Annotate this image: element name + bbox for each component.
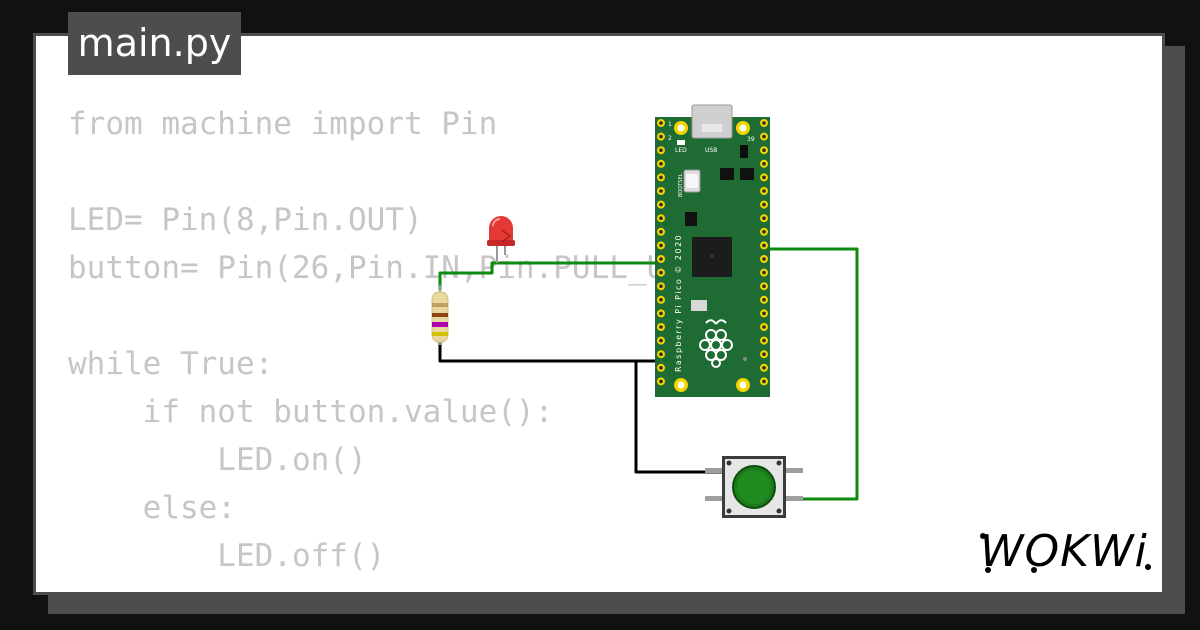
pin-hole-center [762, 243, 766, 248]
wire-gnd-to-resistor[interactable] [438, 340, 664, 363]
svg-text:WOKWi: WOKWi [980, 526, 1148, 577]
pin-hole-center [762, 325, 766, 329]
code-line: if not button.value(): [68, 394, 554, 430]
wire-gp26-to-button[interactable] [762, 247, 859, 501]
pin-hole-center [762, 148, 766, 152]
red-led[interactable] [487, 216, 515, 263]
pin-hole-center [659, 162, 663, 166]
pin-hole-center [659, 311, 663, 316]
pin-hole-center [659, 366, 663, 370]
pin-hole-center [762, 366, 766, 370]
pin-hole-center [659, 189, 663, 193]
raspberry-pi-pico-board[interactable]: 1 2 39 LED USB BOOTSEL Raspberry Pi Pico… [655, 104, 770, 397]
pin39-label: 39 [747, 136, 755, 143]
code-line: from machine import Pin [68, 106, 498, 142]
pin-hole-center [659, 175, 663, 180]
pin-hole-center [659, 270, 663, 275]
pin-hole-center [659, 284, 663, 289]
code-line: LED.on() [68, 442, 367, 478]
code-line: button= Pin(26,Pin.IN,Pin.PULL_UP) [68, 250, 703, 286]
code-line: LED.off() [68, 538, 386, 574]
pin1-label: 1 [668, 121, 672, 128]
pin-hole-center [659, 352, 663, 357]
pin-hole-center [659, 121, 663, 125]
usb-label: USB [705, 147, 717, 154]
bootsel-label: BOOTSEL [678, 173, 684, 197]
file-tab-main-py[interactable]: main.py [68, 12, 241, 75]
code-line: while True: [68, 346, 274, 382]
pin-hole-center [762, 134, 766, 139]
pin-hole-center [659, 325, 663, 329]
pin-hole-center [762, 311, 766, 316]
pin-holes-left [657, 119, 665, 386]
simulation-canvas [33, 33, 1165, 595]
pin-hole-center [762, 338, 766, 343]
pin-hole-center [659, 379, 663, 384]
pin-hole-center [659, 202, 663, 207]
wire-led-to-gp8[interactable] [438, 261, 664, 290]
pin-hole-center [659, 243, 663, 248]
wokwi-logo: WOKWi [980, 526, 1151, 577]
pin-hole-center [762, 121, 766, 125]
pin-hole-center [659, 338, 663, 343]
board-vertical-label: Raspberry Pi Pico © 2020 [674, 234, 683, 372]
pin-hole-center [659, 216, 663, 220]
pin-hole-center [659, 134, 663, 139]
code-line: else: [68, 490, 236, 526]
resistor[interactable] [431, 285, 449, 345]
pin-hole-center [762, 202, 766, 207]
pin-hole-center [659, 230, 663, 234]
pin-hole-center [762, 216, 766, 220]
wire-gnd-to-button[interactable] [634, 359, 722, 474]
pin-hole-center [762, 270, 766, 275]
pin-hole-center [762, 379, 766, 384]
raspberry-pi-logo [699, 319, 733, 368]
pin-hole-center [762, 230, 766, 234]
pin2-label: 2 [668, 135, 672, 142]
code-line: LED= Pin(8,Pin.OUT) [68, 202, 423, 238]
pin-hole-center [762, 352, 766, 357]
pin-hole-center [762, 298, 766, 302]
pin-hole-center [762, 175, 766, 180]
pin-hole-center [762, 284, 766, 289]
pin-hole-center [762, 162, 766, 166]
led-label: LED [675, 147, 687, 154]
pin-hole-center [762, 257, 766, 261]
pin-hole-center [659, 257, 663, 261]
pin-holes-right [760, 119, 768, 386]
pin-hole-center [659, 148, 663, 152]
pin-hole-center [659, 298, 663, 302]
pin-hole-center [762, 189, 766, 193]
usb-connector [691, 104, 733, 139]
push-button[interactable] [705, 456, 803, 518]
